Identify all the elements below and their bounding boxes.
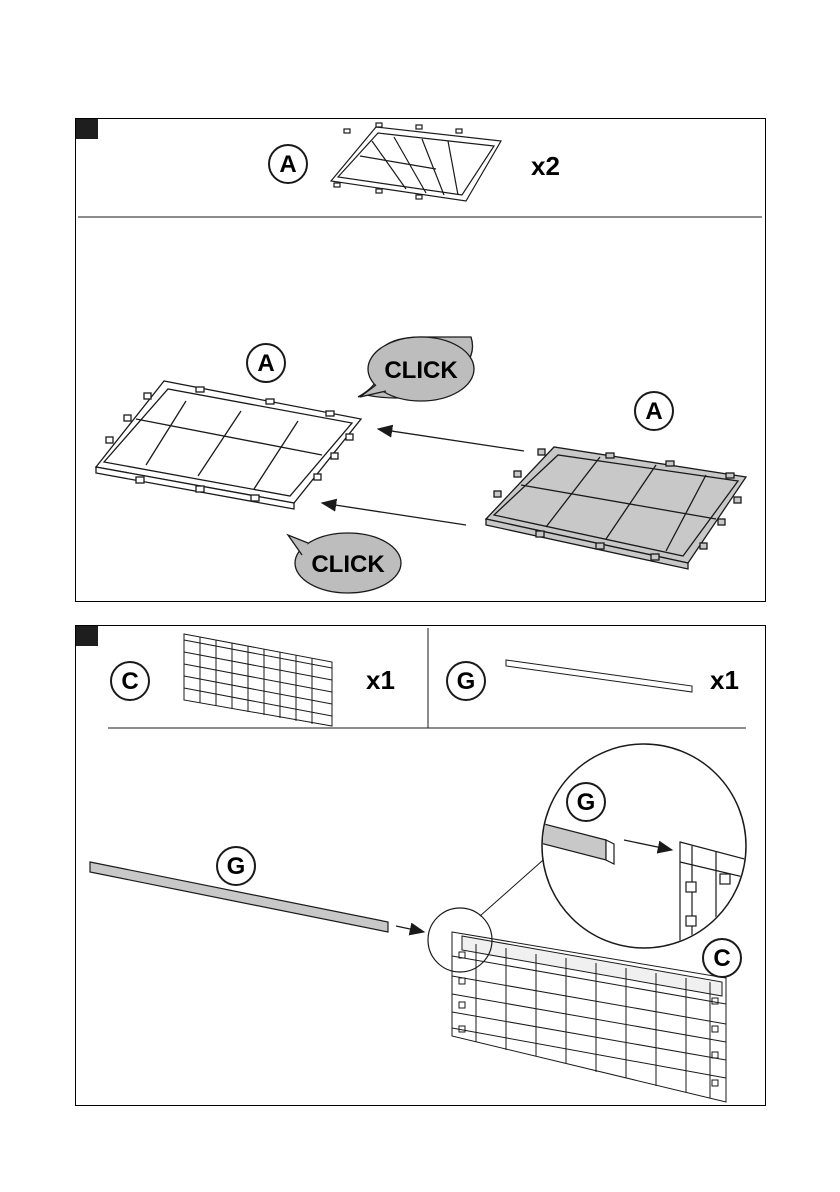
part-a-quantity: x2 <box>531 151 560 181</box>
back-panel-c <box>452 932 726 1102</box>
rail-g-thumbnail <box>506 660 692 692</box>
part-c-quantity: x1 <box>366 665 395 695</box>
detail-g-callout: G <box>567 783 605 821</box>
left-panel-callout: A <box>247 344 285 382</box>
panel-c-callout: C <box>703 939 741 977</box>
detail-g-letter: G <box>577 789 596 816</box>
click-bubble-bottom: CLICK <box>288 533 401 593</box>
detail-circle <box>536 744 756 956</box>
floor-panel-a-thumbnail <box>331 123 501 201</box>
part-g-quantity: x1 <box>710 665 739 695</box>
rail-insert-arrow <box>396 926 424 932</box>
part-a-callout: A <box>269 145 307 183</box>
right-panel-callout: A <box>635 392 673 430</box>
click-bottom-text: CLICK <box>311 551 385 578</box>
part-g-letter: G <box>457 668 476 695</box>
part-c-callout: C <box>111 662 149 700</box>
back-panel-c-thumbnail <box>184 634 332 726</box>
part-g-callout: G <box>447 662 485 700</box>
arrow-lower <box>322 503 466 525</box>
left-panel-letter: A <box>257 350 274 377</box>
floor-panel-a-right <box>486 447 746 569</box>
panel-c-letter: C <box>713 945 730 972</box>
click-top-text: CLICK <box>384 357 458 384</box>
step-2-panel: C x1 G x1 <box>75 625 766 1106</box>
click-bubble-top: CLICK <box>358 337 474 401</box>
step-2-illustration: C x1 G x1 <box>76 626 765 1105</box>
step-1-panel: A x2 <box>75 118 766 602</box>
part-c-letter: C <box>121 668 138 695</box>
rail-g-letter: G <box>227 853 246 880</box>
rail-g-callout: G <box>217 847 255 885</box>
part-a-letter: A <box>279 151 296 178</box>
arrow-upper <box>378 429 524 451</box>
floor-panel-a-left <box>96 381 361 509</box>
step-1-illustration: A x2 <box>76 119 765 601</box>
right-panel-letter: A <box>645 398 662 425</box>
